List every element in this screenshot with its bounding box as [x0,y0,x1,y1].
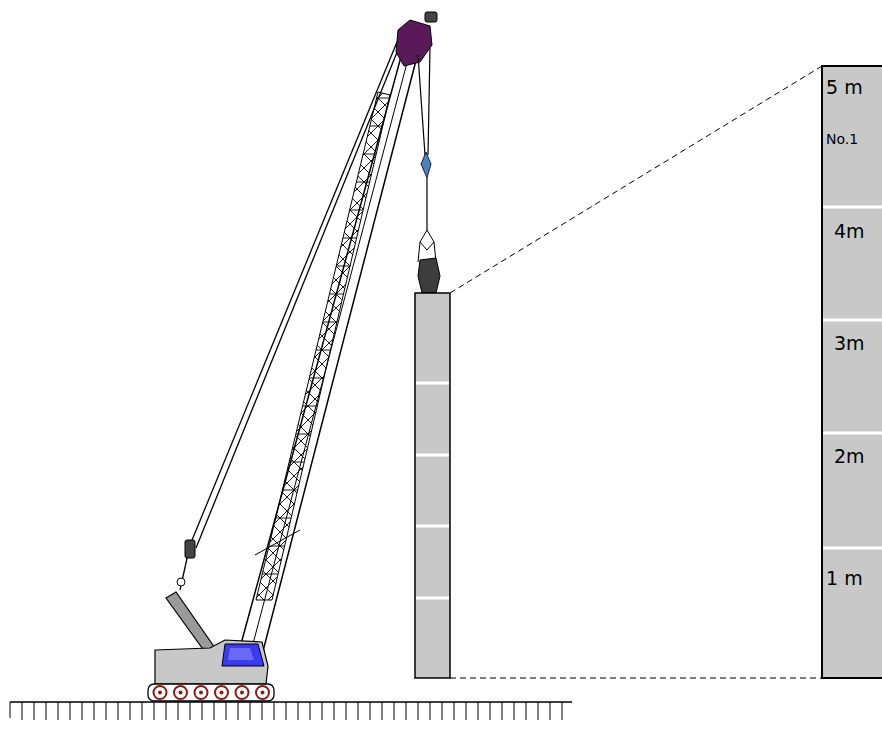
pile [415,293,450,678]
pile-number: No.1 [826,132,858,146]
pile-enlarged [822,66,882,678]
level-label: 5 m [826,78,863,97]
crane-body [155,640,268,684]
level-label: 1 m [826,569,863,588]
level-label: 4m [834,222,865,241]
crane-gantry [166,540,215,652]
level-label: 2m [834,447,865,466]
boom-head [396,12,440,293]
crane-tracks [148,684,274,701]
pier-ground [10,702,572,720]
level-label: 3m [834,334,865,353]
zoom-leader [450,66,822,678]
crane-boom [238,42,420,655]
